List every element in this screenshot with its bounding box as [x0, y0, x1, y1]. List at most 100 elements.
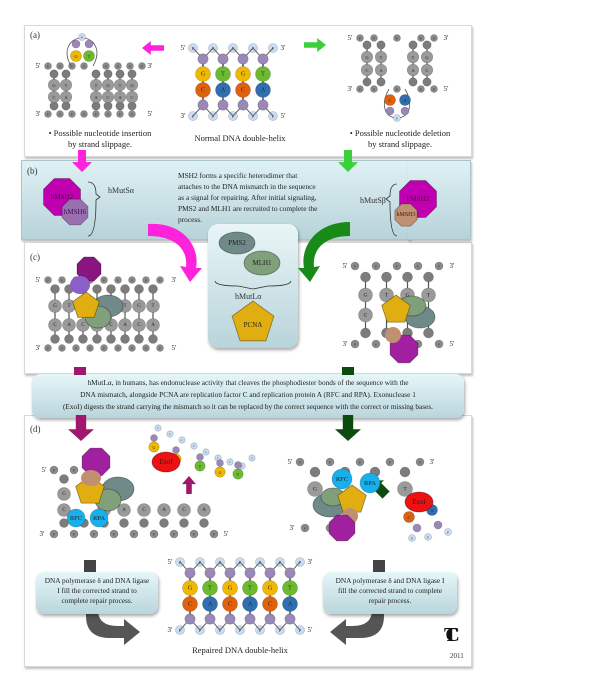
sugar-bead: [120, 284, 130, 294]
phosphate-bead: [142, 344, 150, 352]
phosphate-bead-label: P: [433, 88, 435, 92]
strand-end-5: 5′: [147, 110, 153, 118]
base-C: [235, 82, 251, 98]
base-C-label: C: [241, 88, 245, 94]
sugar-bead: [159, 518, 169, 528]
base-C: [132, 318, 146, 332]
phosphate-bead-label: P: [427, 536, 429, 540]
base-A-label: A: [288, 602, 293, 608]
phosphate-bead: [178, 436, 186, 444]
base-A-label: A: [430, 508, 434, 513]
phosphate-bead: [72, 344, 80, 352]
phosphate-bead-label: P: [47, 279, 49, 283]
sugar-bead: [50, 284, 60, 294]
phosphate-bead-label: P: [433, 37, 435, 41]
base-C: [48, 318, 62, 332]
phosphate-bead-label: P: [89, 347, 91, 351]
base-T-label: T: [88, 54, 91, 59]
pms2-protein: [218, 231, 256, 255]
repair-line: complete repair process.: [61, 596, 133, 605]
strand-end-5: 5′: [167, 558, 173, 566]
sugar-bead: [237, 99, 249, 111]
sugar-bead: [91, 69, 101, 79]
deletion-caption-line1: • Possible nucleotide deletion: [349, 128, 451, 138]
phosphate-bead-label: P: [299, 628, 302, 633]
base-G: [358, 287, 373, 303]
hmsh6-protein-label: hMSH6: [64, 208, 87, 216]
phosphate-bead: [44, 344, 52, 352]
rfc-protein-label: RFC: [336, 476, 348, 483]
strand-end-3: 3′: [35, 110, 41, 118]
phosphate-bead-label: P: [417, 343, 419, 347]
phosphate-bead: [325, 457, 335, 467]
sugar-bead: [433, 520, 443, 530]
phosphate-bead-label: P: [251, 457, 253, 460]
magenta-curved-arrow: [148, 223, 202, 282]
sugar-bead: [423, 327, 434, 339]
dark-magenta-arrow-up: [182, 476, 196, 494]
normal-dna-caption: Normal DNA double-helix: [194, 133, 286, 143]
sugar-bead: [399, 466, 411, 478]
hmutsa-brace: [87, 181, 101, 237]
phosphate-bead-label: P: [199, 628, 202, 633]
base-C: [360, 63, 374, 77]
base-G-label: G: [201, 72, 206, 78]
phosphate-bead-label: P: [239, 628, 242, 633]
base-A: [113, 90, 127, 104]
phosphate-bead-label: P: [396, 37, 398, 41]
sugar-bead: [244, 567, 256, 579]
phosphate-bead: [226, 458, 234, 466]
phosphate-bead: [393, 114, 401, 122]
base-T: [146, 299, 160, 313]
phosphate-bead-label: P: [117, 279, 119, 283]
base-A: [59, 90, 73, 104]
phosphate-bead: [56, 110, 64, 118]
deletion-caption: • Possible nucleotide deletion by strand…: [345, 128, 455, 150]
connector-green: [342, 367, 354, 375]
phosphate-bead: [78, 33, 86, 41]
phosphate-bead: [49, 529, 59, 539]
base-G: [360, 50, 374, 64]
base-T-label: T: [123, 304, 126, 309]
base-T: [194, 460, 206, 472]
strand-end-3: 3′: [443, 34, 449, 42]
description-line: PMS2 and MLH1 are recruited to complete …: [178, 204, 318, 213]
base-G-label: G: [406, 293, 410, 299]
phosphate-bead-label: P: [389, 461, 391, 465]
msh6-bound: [70, 276, 90, 294]
base-C: [358, 307, 373, 323]
phosphate-bead: [408, 534, 416, 542]
base-C: [125, 90, 139, 104]
sugar-bead: [284, 613, 296, 625]
base-A-label: A: [202, 508, 206, 513]
base-A-label: A: [122, 508, 126, 513]
hmsh3-protein: [394, 203, 418, 227]
phosphate-bead-label: P: [81, 36, 83, 40]
dark-green-arrow-down: [335, 415, 361, 441]
base-C: [57, 503, 71, 517]
sugar-bead: [64, 334, 74, 344]
phosphate-bead-label: P: [329, 461, 331, 465]
base-A-label: A: [221, 88, 226, 94]
phosphate-bead-label: P: [117, 65, 119, 69]
sugar-bead: [216, 459, 224, 467]
description-line: process.: [178, 215, 203, 224]
phosphate-bead-label: P: [193, 445, 195, 448]
base-C-label: C: [53, 323, 57, 328]
phosphate-bead-label: P: [83, 65, 85, 69]
sugar-bead: [150, 434, 158, 442]
base-T-label: T: [412, 55, 415, 60]
base-C: [195, 82, 211, 98]
sugar-bead: [217, 99, 229, 111]
phosphate-bead: [114, 276, 122, 284]
strand-end-5: 5′: [41, 466, 47, 474]
base-T: [406, 50, 420, 64]
base-A-label: A: [162, 508, 166, 513]
phosphate-bead-label: P: [103, 347, 105, 351]
base-G: [101, 78, 115, 92]
phosphate-bead: [371, 339, 381, 349]
base-A-label: A: [248, 602, 253, 608]
sugar-bead: [92, 284, 102, 294]
phosphate-bead-label: P: [59, 65, 61, 69]
base-C: [384, 94, 396, 106]
